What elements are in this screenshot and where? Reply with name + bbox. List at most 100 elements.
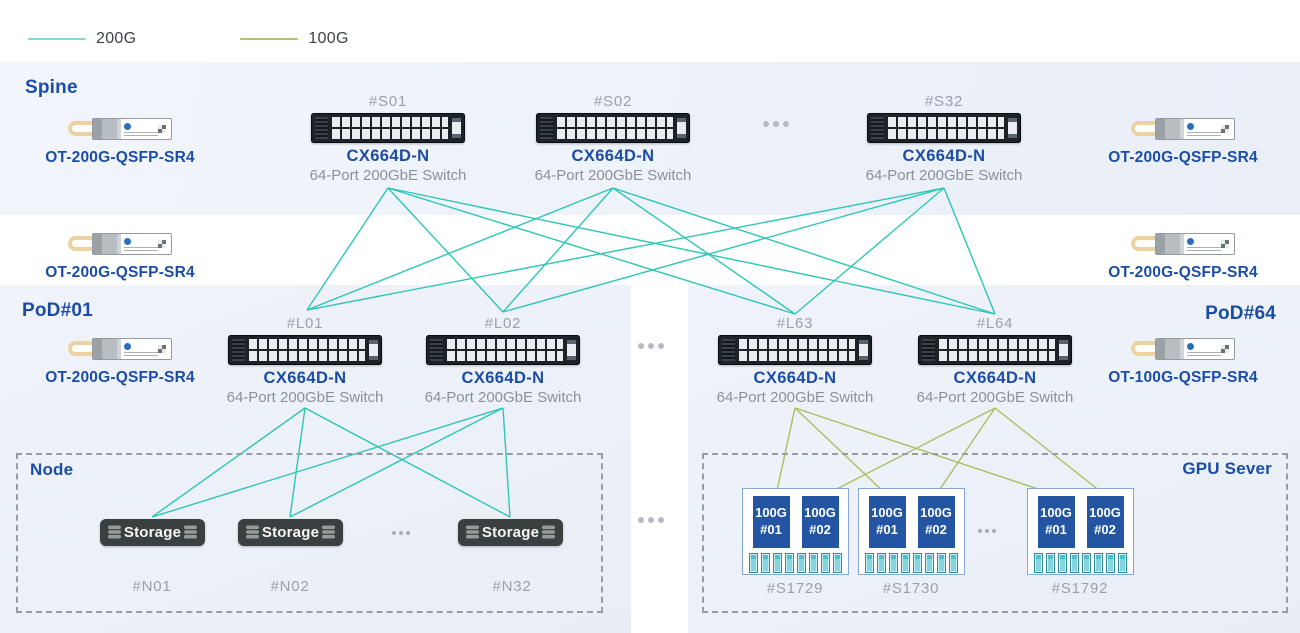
switch-ports [739,339,855,361]
switch-mgmt-ports [369,340,378,360]
dot [985,529,989,533]
transceiver-label: OT-200G-QSFP-SR4 [45,149,195,166]
legend-200g-line-swatch [28,37,86,41]
disk-stack-icon [542,525,555,539]
transceiver-pod-left: OT-200G-QSFP-SR4 [25,336,215,387]
gpu-card-icon [889,553,898,573]
switch-model-label: CX664D-N [753,369,837,387]
transceiver-label: OT-200G-QSFP-SR4 [1108,149,1258,166]
nic-index-label: #01 [760,522,782,537]
switch-desc-label: 64-Port 200GbE Switch [424,389,582,406]
switch-mgmt-ports [677,118,686,138]
dot [648,343,654,349]
switch-vent [922,339,935,361]
spine-switch-s02: #S02 CX664D-N 64-Port 200GbE Switch [503,93,723,185]
nic-100g-01: 100G #01 [868,496,906,548]
nic-row: 100G #01 100G #02 [1028,496,1133,548]
disk-stack-icon [246,525,259,539]
gpu-card-icon [901,553,910,573]
node-id-label: #N02 [270,578,310,595]
gpu-module-row [1028,553,1133,573]
gpu-card-icon [1082,553,1091,573]
storage-node-n32: Storage [458,519,563,546]
gpu-card-icon [785,553,794,573]
pod01-section-title: PoD#01 [22,300,93,321]
switch-ports [939,339,1055,361]
dot [658,343,664,349]
gpu-card-icon [1118,553,1127,573]
gpu-server-s1730: 100G #01 100G #02 [858,488,965,575]
switch-chassis-image [536,113,690,143]
dot [638,343,644,349]
spine-ellipsis-dots [763,121,793,127]
switch-id-label: #L01 [286,315,324,332]
pod-gap-ellipsis-dots-upper [638,343,668,349]
nic-100g-02: 100G #02 [1086,496,1124,548]
gpu-card-icon [809,553,818,573]
server-id-label: #S1730 [882,580,940,597]
switch-desc-label: 64-Port 200GbE Switch [226,389,384,406]
switch-mgmt-ports [567,340,576,360]
leaf-switch-l02: #L02 CX664D-N 64-Port 200GbE Switch [393,315,613,407]
node-id-label: #N32 [492,578,532,595]
spine-switch-s01: #S01 CX664D-N 64-Port 200GbE Switch [278,93,498,185]
gpu-section-title: GPU Sever [1182,459,1272,478]
transceiver-qr-code [158,125,166,133]
qsfp-transceiver-image [68,231,172,257]
switch-desc-label: 64-Port 200GbE Switch [916,389,1074,406]
switch-vent [871,117,884,139]
storage-label: Storage [123,524,182,541]
nic-100g-01: 100G #01 [1037,496,1075,548]
legend: 200G 100G [28,30,349,48]
transceiver-qr-code [158,240,166,248]
transceiver-bail [1131,121,1161,136]
dot [658,517,664,523]
storage-node-n01: Storage [100,519,205,546]
leaf-switch-l01: #L01 CX664D-N 64-Port 200GbE Switch [195,315,415,407]
switch-ports [888,117,1004,139]
gpu-card-icon [1034,553,1043,573]
switch-id-label: #S01 [368,93,408,110]
nic-index-label: #01 [1045,522,1067,537]
dot [638,517,644,523]
transceiver-qr-code [158,345,166,353]
legend-item-100g: 100G [240,30,348,48]
qsfp-transceiver-image [68,336,172,362]
node-id-label: #N01 [132,578,172,595]
transceiver-label: OT-200G-QSFP-SR4 [45,264,195,281]
transceiver-body [92,338,172,360]
leaf-switch-l64: #L64 CX664D-N 64-Port 200GbE Switch [885,315,1105,407]
transceiver-label: OT-200G-QSFP-SR4 [1108,264,1258,281]
gpu-card-icon [1106,553,1115,573]
gpu-card-icon [797,553,806,573]
switch-model-label: CX664D-N [346,147,430,165]
nic-100g-02: 100G #02 [917,496,955,548]
storage-label: Storage [481,524,540,541]
switch-chassis-image [426,335,580,365]
dot [978,529,982,533]
dot [992,529,996,533]
switch-ports [249,339,365,361]
nic-speed-label: 100G [1040,505,1072,521]
switch-chassis-image [718,335,872,365]
qsfp-transceiver-image [68,116,172,142]
switch-id-label: #L64 [976,315,1014,332]
server-id-label: #S1729 [766,580,824,597]
transceiver-spine-right: OT-200G-QSFP-SR4 [1088,116,1278,167]
storage-node-n02: Storage [238,519,343,546]
legend-200g-label: 200G [96,30,137,47]
gpu-card-icon [925,553,934,573]
pod-gap-ellipsis-dots-lower [638,517,668,523]
leaf-switch-l63: #L63 CX664D-N 64-Port 200GbE Switch [685,315,905,407]
switch-chassis-image [228,335,382,365]
switch-desc-label: 64-Port 200GbE Switch [716,389,874,406]
transceiver-body [1155,338,1235,360]
switch-id-label: #S32 [924,93,964,110]
disk-stack-icon [322,525,335,539]
dot [399,531,403,535]
switch-mgmt-ports [859,340,868,360]
pod64-section-title: PoD#64 [1205,303,1276,324]
nic-index-label: #01 [876,522,898,537]
disk-stack-icon [466,525,479,539]
gpu-card-icon [913,553,922,573]
